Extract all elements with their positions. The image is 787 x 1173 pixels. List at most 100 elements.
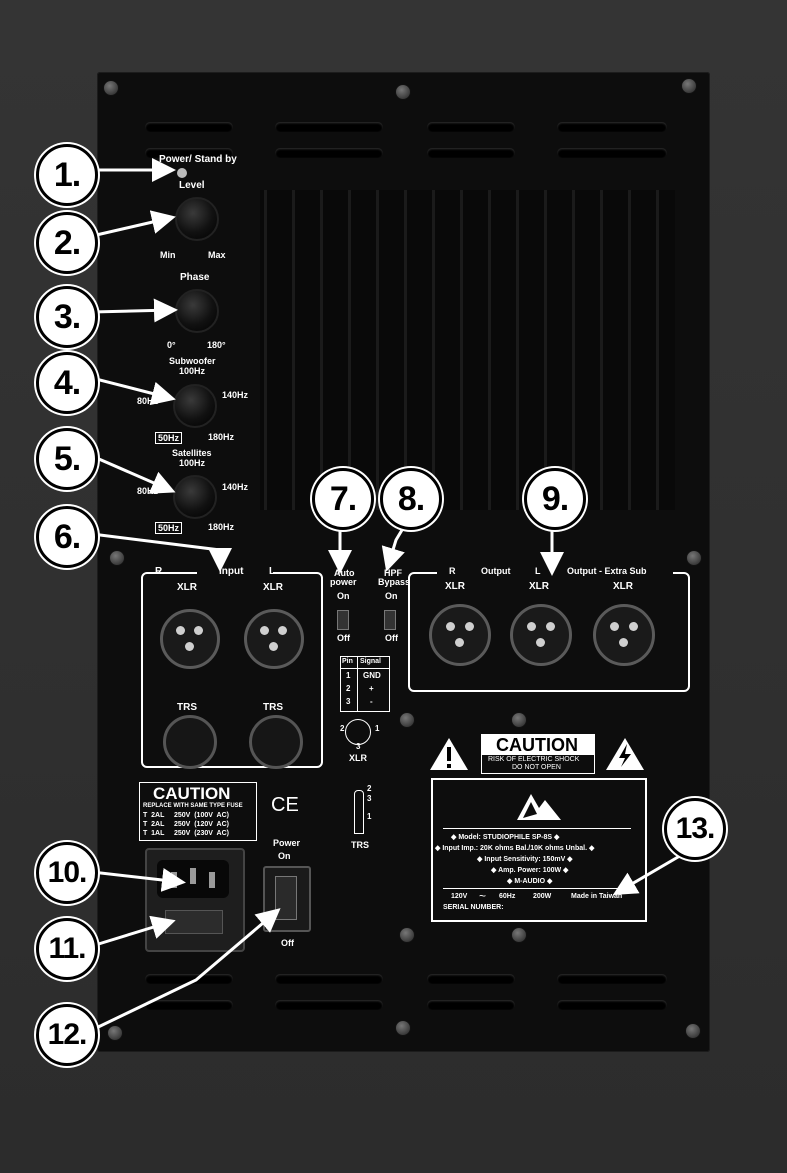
- power-on-label: On: [278, 851, 291, 861]
- input-trs-r-label: TRS: [177, 702, 197, 713]
- xlr-pin-3: 3: [356, 742, 361, 751]
- callout-9: 9.: [524, 468, 586, 530]
- output-l-label: L: [535, 566, 541, 576]
- output-xlr-l-jack[interactable]: [510, 604, 572, 666]
- input-xlr-l-label: XLR: [263, 582, 283, 593]
- screw: [107, 1025, 123, 1041]
- fuse-row-2: T 2AL 250V (120V AC): [143, 821, 229, 828]
- ac-inlet-socket: [157, 860, 229, 898]
- hpf-on-label: On: [385, 591, 398, 601]
- input-title: Input: [219, 566, 244, 577]
- signal-header: Signal: [360, 658, 382, 665]
- callout-1: 1.: [36, 144, 98, 206]
- spec-voltage: 120V: [451, 893, 468, 900]
- screw: [103, 80, 119, 96]
- hpf-label-2: Bypass: [378, 577, 411, 587]
- input-xlr-r-jack[interactable]: [160, 609, 220, 669]
- pin-3: 3: [346, 697, 351, 706]
- phase-label: Phase: [180, 272, 210, 283]
- ac-symbol: ~: [479, 889, 487, 903]
- output-xlr-extra-sub-jack[interactable]: [593, 604, 655, 666]
- vent-slot: [427, 148, 515, 158]
- vent-slot: [557, 148, 667, 158]
- callout-10: 10.: [36, 842, 98, 904]
- phase-knob[interactable]: [175, 289, 219, 333]
- satellites-left-label: 80Hz: [137, 486, 159, 496]
- fuse-caution-label: CAUTION REPLACE WITH SAME TYPE FUSE T 2A…: [139, 782, 257, 841]
- input-r-label: R: [155, 566, 163, 577]
- satellites-bl-label: 50Hz: [155, 522, 183, 534]
- signal-1: GND: [363, 671, 381, 680]
- signal-3: -: [370, 697, 373, 706]
- auto-power-off-label: Off: [337, 633, 350, 643]
- input-xlr-l-jack[interactable]: [244, 609, 304, 669]
- vent-slot: [145, 148, 233, 158]
- subwoofer-left-label: 80Hz: [137, 396, 159, 406]
- xlr-pin-2: 2: [340, 724, 345, 733]
- spec-watts: 200W: [533, 893, 552, 900]
- input-trs-r-jack[interactable]: [163, 715, 217, 769]
- trs-pin-2: 2: [367, 784, 372, 793]
- vent-slot: [145, 974, 233, 984]
- spec-label: ◆ Model: STUDIOPHILE SP-8S ◆ ◆ Input Imp…: [431, 778, 647, 922]
- satellites-label: Satellites: [172, 448, 212, 458]
- trs-pin-1: 1: [367, 812, 372, 821]
- pin-2: 2: [346, 684, 351, 693]
- output-title: Output: [481, 566, 511, 576]
- shock-caution-title: CAUTION: [496, 735, 578, 755]
- shock-caution-line-1: RISK OF ELECTRIC SHOCK: [488, 756, 580, 763]
- ce-mark: CE: [271, 794, 299, 816]
- level-max-label: Max: [208, 250, 226, 260]
- input-trs-l-label: TRS: [263, 702, 283, 713]
- vent-slot: [427, 1000, 515, 1010]
- fuse-drawer[interactable]: [165, 910, 223, 934]
- trs-diagram-label: TRS: [351, 840, 369, 850]
- xlr-pin-diagram: [345, 719, 371, 745]
- output-extra-sub-title: Output - Extra Sub: [567, 566, 647, 576]
- satellites-crossover-knob[interactable]: [173, 475, 217, 519]
- amplifier-panel: Power/ Stand by Level Min Max Phase 0° 1…: [97, 72, 710, 1052]
- power-off-label: Off: [281, 938, 294, 948]
- pin-header: Pin: [342, 658, 353, 665]
- auto-power-switch[interactable]: [337, 610, 349, 630]
- subwoofer-crossover-knob[interactable]: [173, 384, 217, 428]
- callout-8: 8.: [380, 468, 442, 530]
- callout-11: 11.: [36, 918, 98, 980]
- trs-pin-3: 3: [367, 794, 372, 803]
- output-xlr-1-label: XLR: [445, 581, 465, 592]
- spec-serial-number: SERIAL NUMBER:: [443, 904, 504, 911]
- warning-exclamation-icon: [430, 738, 468, 770]
- satellites-top-label: 100Hz: [179, 458, 206, 468]
- power-rocker-switch[interactable]: [263, 866, 311, 932]
- input-l-label: L: [269, 566, 276, 577]
- screw: [686, 550, 702, 566]
- vent-slot: [275, 122, 383, 132]
- vent-slot: [275, 974, 383, 984]
- shock-caution-line-2: DO NOT OPEN: [512, 764, 561, 771]
- screw: [109, 550, 125, 566]
- ac-power-inlet[interactable]: [145, 848, 245, 952]
- vent-slot: [145, 1000, 233, 1010]
- level-label: Level: [179, 180, 205, 191]
- spec-amp-power: ◆ Amp. Power: 100W ◆: [491, 867, 569, 874]
- output-r-label: R: [449, 566, 456, 576]
- hpf-bypass-switch[interactable]: [384, 610, 396, 630]
- subwoofer-label: Subwoofer: [169, 356, 216, 366]
- vent-slot: [557, 1000, 667, 1010]
- fuse-row-3: T 1AL 250V (230V AC): [143, 830, 229, 837]
- fuse-caution-title: CAUTION: [153, 784, 231, 803]
- vent-slot: [145, 122, 233, 132]
- pin-signal-table: Pin Signal 1 GND 2 + 3 -: [340, 656, 390, 712]
- level-knob[interactable]: [175, 197, 219, 241]
- phase-min-label: 0°: [167, 340, 176, 350]
- output-xlr-r-jack[interactable]: [429, 604, 491, 666]
- fuse-caution-subtitle: REPLACE WITH SAME TYPE FUSE: [143, 803, 243, 809]
- callout-5: 5.: [36, 428, 98, 490]
- subwoofer-top-label: 100Hz: [179, 366, 206, 376]
- auto-power-label-2: power: [330, 577, 357, 587]
- screw: [685, 1023, 701, 1039]
- shock-caution-label: CAUTION RISK OF ELECTRIC SHOCK DO NOT OP…: [481, 734, 595, 774]
- screw: [681, 78, 697, 94]
- input-trs-l-jack[interactable]: [249, 715, 303, 769]
